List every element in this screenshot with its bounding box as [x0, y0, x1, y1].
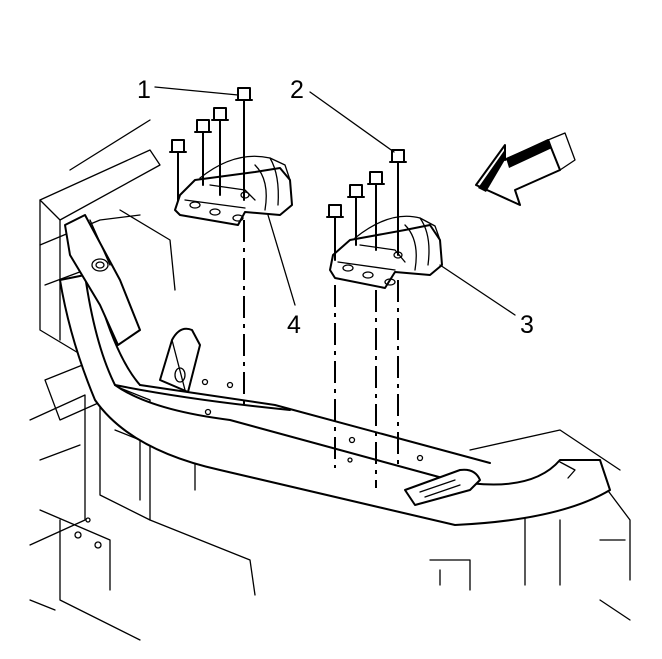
bolts-right [326, 149, 407, 488]
bolt-icon [169, 139, 187, 201]
callout-1: 1 [137, 76, 151, 104]
bolt-icon [194, 119, 212, 186]
engine-mount-left [174, 155, 293, 226]
leader-lines [154, 86, 516, 316]
frame-bracket-right [404, 461, 576, 506]
callout-3: 3 [520, 311, 534, 339]
bolt-icon [211, 107, 229, 196]
callout-2: 2 [290, 76, 304, 104]
bolt-icon [326, 204, 344, 261]
bolt-icon [235, 87, 253, 201]
bolt-icon [347, 184, 365, 246]
callout-4: 4 [287, 311, 301, 339]
engine-mount-right [329, 215, 443, 289]
bolt-icon [389, 149, 407, 256]
crossmember-arm [64, 214, 141, 346]
frame-bracket-left [159, 327, 201, 393]
bolt-icon [367, 171, 385, 251]
front-arrow-icon [475, 132, 576, 206]
bolts-left [169, 87, 253, 405]
